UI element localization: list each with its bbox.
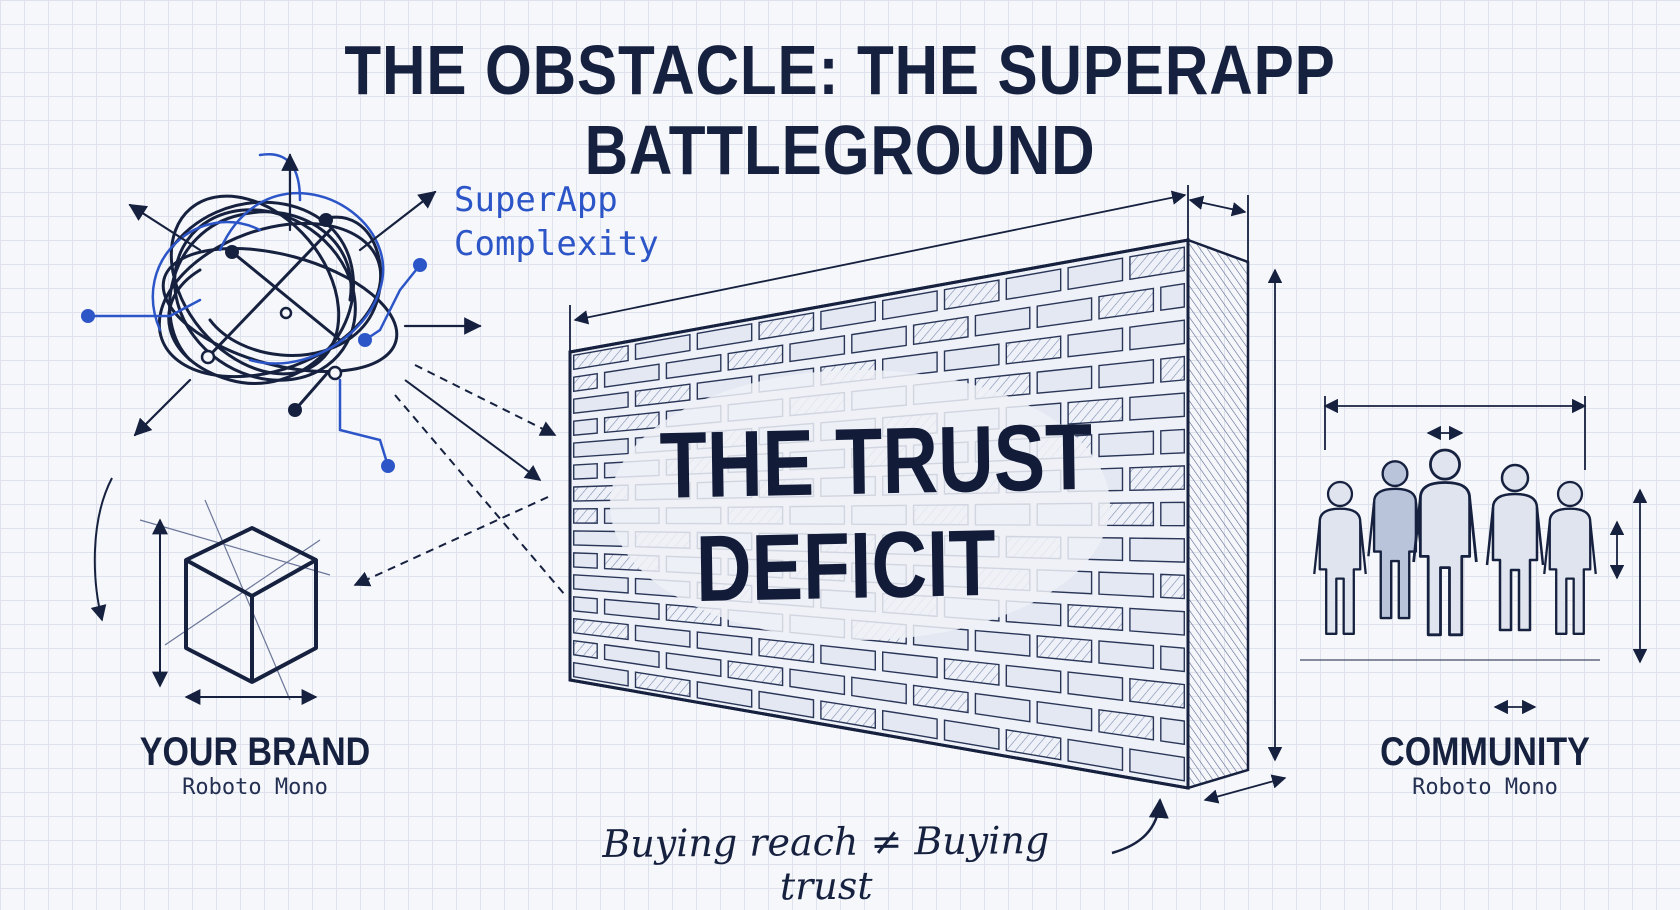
tagline: Buying reach ≠ Buying trust	[602, 818, 1050, 909]
community-title: COMMUNITY	[1380, 730, 1590, 774]
superapp-label-line2: Complexity	[454, 224, 659, 264]
people-dimensions	[1300, 396, 1648, 715]
trust-deficit-line1: THE TRUST	[659, 403, 1093, 518]
tangle-network-icon	[81, 152, 482, 473]
person-figure	[1485, 463, 1545, 632]
person-figure	[1367, 460, 1423, 620]
brand-label: YOUR BRAND Roboto Mono	[100, 730, 410, 800]
trust-deficit-label: THE TRUST DEFICIT	[659, 403, 1093, 622]
person-figure	[1313, 480, 1367, 635]
superapp-label-line1: SuperApp	[454, 180, 618, 220]
curved-arrow-icon	[1111, 798, 1169, 855]
page-title: THE OBSTACLE: THE SUPERAPP BATTLEGROUND	[344, 31, 1336, 189]
brand-subtitle: Roboto Mono	[182, 775, 328, 800]
person-figure	[1412, 448, 1478, 637]
superapp-complexity-label: SuperApp Complexity	[454, 178, 659, 266]
connector-arrows	[90, 364, 566, 622]
cube-icon	[139, 499, 331, 705]
brick-wall-icon	[568, 185, 1287, 804]
people-group-icon	[1313, 448, 1597, 637]
community-label: COMMUNITY Roboto Mono	[1330, 730, 1640, 800]
community-subtitle: Roboto Mono	[1412, 775, 1558, 800]
brand-title: YOUR BRAND	[139, 730, 371, 774]
person-figure	[1543, 480, 1597, 635]
trust-deficit-line2: DEFICIT	[695, 509, 997, 622]
